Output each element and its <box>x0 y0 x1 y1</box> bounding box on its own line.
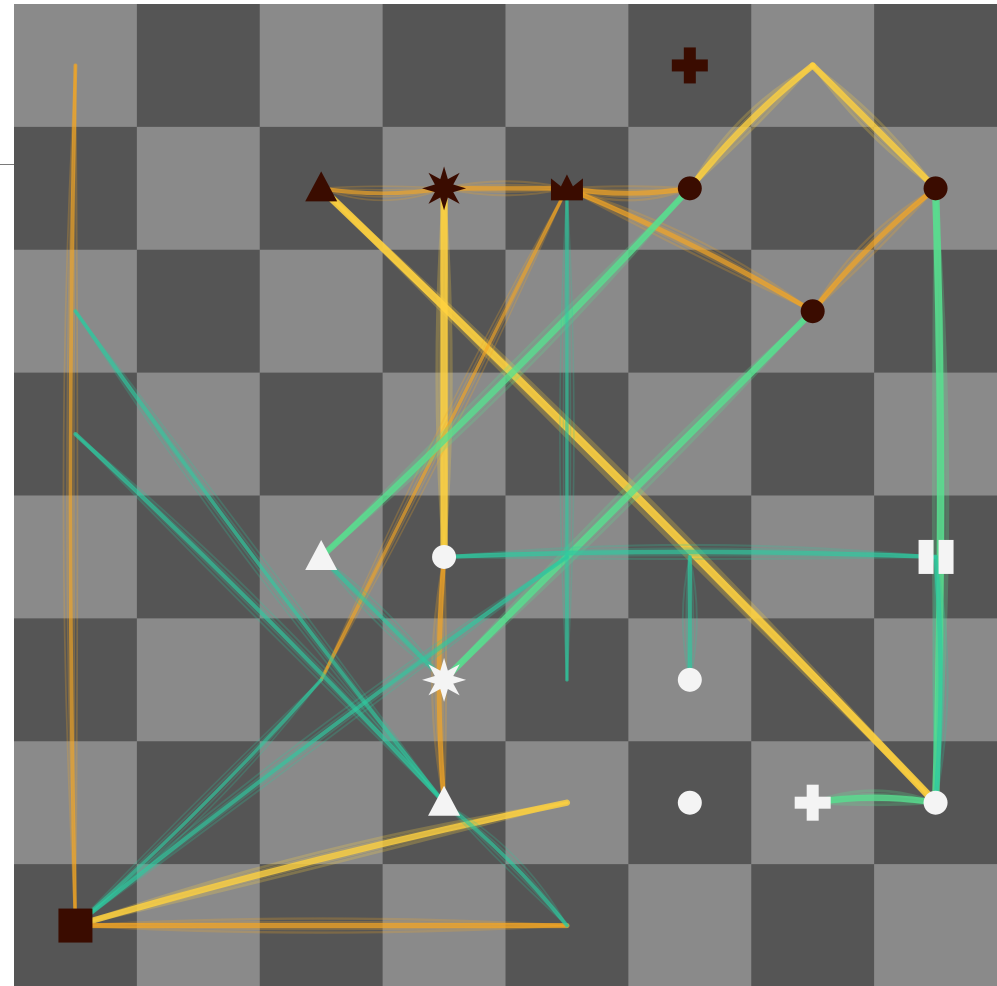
board-square-e8 <box>506 4 629 127</box>
circle-icon[interactable] <box>678 176 702 200</box>
board-square-c5 <box>260 373 383 496</box>
board-square-b7 <box>137 127 260 250</box>
board-square-b4 <box>137 496 260 619</box>
circle-icon[interactable] <box>924 791 948 815</box>
board-square-b8 <box>137 4 260 127</box>
board-square-c8 <box>260 4 383 127</box>
circle-icon[interactable] <box>432 545 456 569</box>
circle-icon[interactable] <box>801 299 825 323</box>
circle-icon[interactable] <box>924 176 948 200</box>
circle-icon[interactable] <box>678 668 702 692</box>
chess-board <box>14 4 997 986</box>
board-squares <box>14 4 997 986</box>
star-icon[interactable] <box>422 658 466 702</box>
board-square-a3 <box>14 618 137 741</box>
star-icon[interactable] <box>422 166 466 210</box>
board-square-h1 <box>874 864 997 986</box>
board-square-f1 <box>628 864 751 986</box>
dark-flow-d7-d4 <box>437 188 451 557</box>
board-square-b3 <box>137 618 260 741</box>
board-square-g7 <box>751 127 874 250</box>
board-square-h8 <box>874 4 997 127</box>
square-icon[interactable] <box>58 909 92 943</box>
board-square-c6 <box>260 250 383 373</box>
board-square-d8 <box>383 4 506 127</box>
board-square-g1 <box>751 864 874 986</box>
circle-icon[interactable] <box>678 791 702 815</box>
board-square-b6 <box>137 250 260 373</box>
board-square-a4 <box>14 496 137 619</box>
board-square-g5 <box>751 373 874 496</box>
frame-tick <box>0 164 14 165</box>
